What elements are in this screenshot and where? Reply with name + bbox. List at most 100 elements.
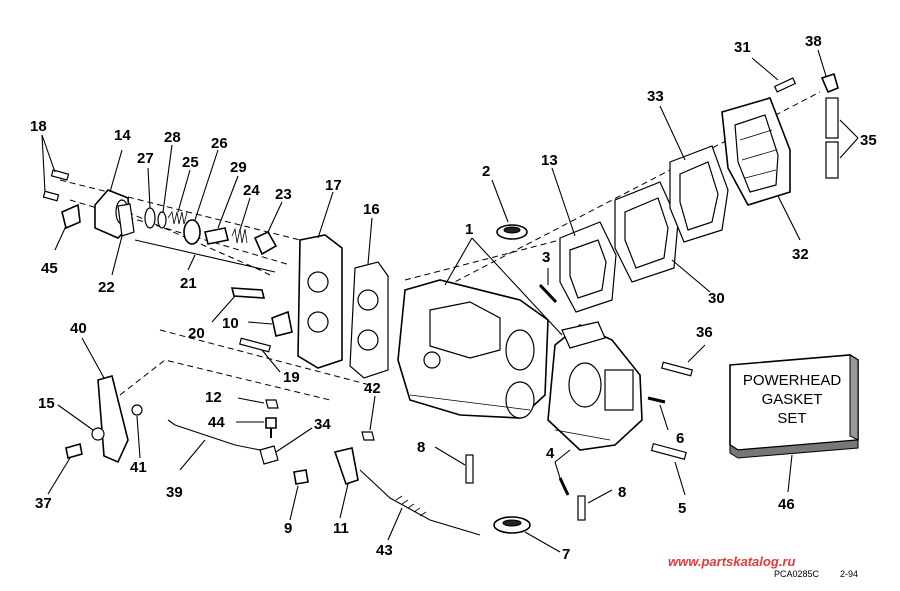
part-36-bolt[interactable] [660,344,706,377]
callout-46: 46 [778,496,795,513]
part-8-stud-b[interactable] [577,489,613,521]
part-1-crankcase[interactable] [397,237,563,419]
part-40-lever[interactable] [81,337,129,464]
callout-14: 14 [114,127,131,144]
callout-10: 10 [222,315,239,332]
part-31-bolt[interactable] [751,57,797,93]
part-23-cap[interactable] [253,201,283,256]
part-26-thermostat[interactable] [183,149,219,245]
callout-3: 3 [542,249,550,266]
part-34-linkage[interactable] [259,427,313,465]
callout-17: 17 [325,177,342,194]
part-30-plate[interactable] [614,181,711,293]
part-20-plug[interactable] [211,287,266,323]
assembly-dashed-lines [59,91,821,401]
callout-21: 21 [180,275,197,292]
part-32-cover[interactable] [721,97,801,241]
part-5-stud[interactable] [650,442,687,496]
callout-30: 30 [708,290,725,307]
callout-39: 39 [166,484,183,501]
callout-34: 34 [314,416,331,433]
gasket-set-line-2: GASKET [762,391,823,408]
callout-4: 4 [546,445,555,462]
callout-1: 1 [465,221,473,238]
part-27-oring[interactable] [144,167,156,229]
callout-36: 36 [696,324,713,341]
part-45-clamp[interactable] [54,203,81,251]
watermark-text: www.partskatalog.ru [668,554,795,569]
part-44-screw[interactable] [236,417,277,438]
callout-7: 7 [562,546,570,563]
callout-32: 32 [792,246,809,263]
part-9-screw[interactable] [289,469,309,521]
callout-12: 12 [205,389,222,406]
callout-labels: 18 14 28 27 25 26 29 24 23 17 16 45 22 2… [30,33,877,563]
callout-35: 35 [860,132,877,149]
callout-8a: 8 [417,439,425,456]
part-37-screw[interactable] [47,442,83,495]
callout-26: 26 [211,135,228,152]
callout-6: 6 [676,430,684,447]
part-28-seal[interactable] [157,144,173,229]
part-16-gasket[interactable] [349,217,389,379]
part-25-spring[interactable] [167,169,191,225]
part-29-valve[interactable] [204,175,239,245]
part-43-cable[interactable] [359,469,481,541]
callout-11: 11 [333,520,349,537]
part-11-bracket[interactable] [333,447,359,519]
part-22-gasket[interactable] [111,203,135,276]
part-24-spring[interactable] [231,197,251,244]
gasket-set-line-3: SET [777,410,806,427]
part-10-clip[interactable] [247,310,293,337]
callout-28: 28 [164,129,181,146]
part-39-rod[interactable] [167,419,271,471]
part-38-fitting[interactable] [817,49,839,94]
callout-13: 13 [541,152,558,169]
part-19-bolt[interactable] [238,337,281,373]
callout-27: 27 [137,150,154,167]
part-7-seal[interactable] [493,516,561,553]
callout-16: 16 [363,201,380,218]
callout-31: 31 [734,39,751,56]
callout-42: 42 [364,380,381,397]
part-41-washer[interactable] [131,404,143,459]
part-18-bolts[interactable] [41,134,70,202]
part-cylinder-block[interactable] [547,321,643,451]
part-3-pin[interactable] [538,268,558,304]
callout-25: 25 [182,154,199,171]
part-6-pin[interactable] [647,396,669,431]
part-42-nut[interactable] [361,395,376,441]
drawing-code: PCA0285C [774,569,820,579]
callout-24: 24 [243,182,260,199]
callout-5: 5 [678,500,686,517]
drawing-date: 2-94 [840,569,858,579]
part-4-pin[interactable] [554,449,571,496]
callout-38: 38 [805,33,822,50]
callout-29: 29 [230,159,247,176]
callout-45: 45 [41,260,58,277]
callout-9: 9 [284,520,292,537]
callout-22: 22 [98,279,115,296]
part-2-seal[interactable] [491,179,528,240]
part-12-nut[interactable] [237,397,279,409]
part-21-bracket-line [134,239,276,273]
callout-8b: 8 [618,484,626,501]
part-33-gasket[interactable] [659,105,729,243]
callout-37: 37 [35,495,52,512]
callout-43: 43 [376,542,393,559]
callout-23: 23 [275,186,292,203]
callout-18: 18 [30,118,47,135]
callout-15: 15 [38,395,55,412]
callout-41: 41 [130,459,147,476]
part-35-tubes[interactable] [825,97,859,179]
part-17-cover[interactable] [297,191,343,369]
part-8-stud-a[interactable] [434,446,474,484]
callout-44: 44 [208,414,225,431]
callout-2: 2 [482,163,490,180]
gasket-set-box[interactable]: POWERHEAD GASKET SET [729,354,859,493]
part-15-washer[interactable] [57,404,105,441]
callout-19: 19 [283,369,300,386]
callout-40: 40 [70,320,87,337]
part-13-gasket[interactable] [551,167,617,313]
